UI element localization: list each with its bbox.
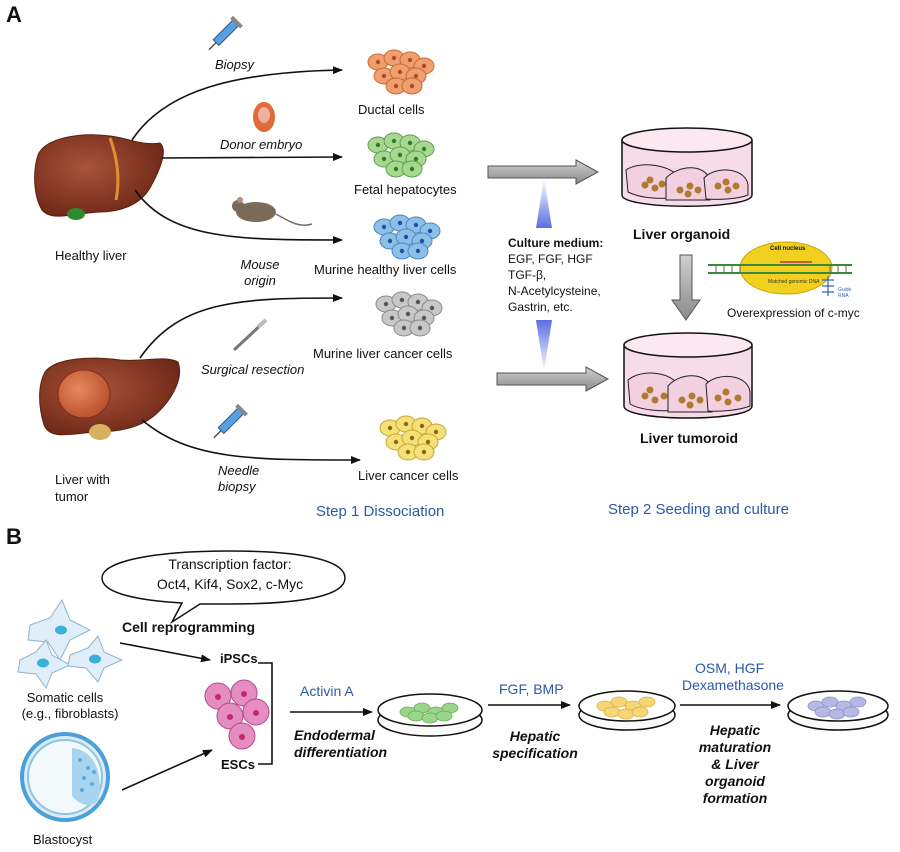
overexpression-label: Overexpression of c-myc bbox=[727, 306, 860, 320]
maturation-dish bbox=[787, 690, 889, 731]
hepatic-spec-dish bbox=[578, 690, 676, 731]
healthy-liver-illustration bbox=[34, 134, 164, 220]
step1-label: Step 1 Dissociation bbox=[316, 503, 445, 520]
somatic-label-2: (e.g., fibroblasts) bbox=[21, 706, 119, 721]
panel-b-input-arrows bbox=[119, 642, 213, 791]
surgical-resection-label: Surgical resection bbox=[201, 362, 305, 377]
murine-healthy-cells-label: Murine healthy liver cells bbox=[314, 262, 457, 277]
healthy-liver-label: Healthy liver bbox=[55, 248, 127, 263]
step2-label: Step 2 Seeding and culture bbox=[608, 501, 789, 518]
culture-medium-title: Culture medium: bbox=[508, 236, 604, 250]
murine-healthy-cells-cluster bbox=[373, 214, 441, 260]
panel-b-label: B bbox=[6, 524, 22, 549]
activin-label: Activin A bbox=[300, 683, 354, 699]
source-arrows-healthy bbox=[131, 66, 343, 244]
stem-cell-cluster bbox=[204, 679, 270, 750]
medium-gradient-bottom bbox=[536, 320, 552, 372]
cell-reprogramming-label: Cell reprogramming bbox=[122, 619, 256, 635]
crispr-guide-label-2: RNA bbox=[838, 293, 849, 299]
crispr-dna-label: Matched genomic DNA bbox=[768, 279, 820, 285]
murine-cancer-cells-label: Murine liver cancer cells bbox=[313, 346, 453, 361]
liver-tumoroid-dish bbox=[623, 332, 753, 419]
arrow-to-tumoroid bbox=[496, 366, 610, 392]
tf-list: Oct4, Kif4, Sox2, c-Myc bbox=[156, 576, 304, 592]
differentiation-arrows bbox=[290, 701, 781, 716]
biopsy-label: Biopsy bbox=[215, 57, 255, 72]
osm-hgf-label: OSM, HGF bbox=[695, 660, 765, 676]
endodermal-label-2: differentiation bbox=[294, 744, 388, 760]
blastocyst-label: Blastocyst bbox=[33, 832, 93, 847]
dexamethasone-label: Dexamethasone bbox=[682, 677, 784, 693]
ductal-cells-cluster bbox=[367, 49, 435, 95]
hepatic-spec-label-2: specification bbox=[492, 745, 578, 761]
panel-a-label: A bbox=[6, 2, 22, 27]
arrow-organoid-to-tumoroid bbox=[671, 254, 701, 321]
mouse-origin-label-2: origin bbox=[244, 273, 276, 288]
crispr-nucleus-label: Cell nucleus bbox=[770, 246, 806, 252]
liver-tumoroid-label: Liver tumoroid bbox=[640, 430, 739, 446]
culture-medium-line: Gastrin, etc. bbox=[508, 300, 573, 314]
crispr-inset bbox=[708, 241, 852, 296]
tumor-liver-illustration bbox=[39, 357, 180, 440]
scalpel-icon bbox=[232, 318, 268, 352]
somatic-label-1: Somatic cells bbox=[26, 690, 104, 705]
liver-organoid-label: Liver organoid bbox=[633, 226, 731, 242]
ipscs-label: iPSCs bbox=[220, 651, 258, 666]
fetal-hepatocytes-label: Fetal hepatocytes bbox=[354, 182, 457, 197]
escs-label: ESCs bbox=[221, 757, 255, 772]
liver-cancer-cells-cluster bbox=[379, 415, 447, 461]
needle-biopsy-label-1: Needle bbox=[218, 463, 260, 478]
cell-clusters bbox=[367, 49, 447, 461]
hepatic-mat-label: & Liver bbox=[711, 756, 759, 772]
murine-cancer-cells-cluster bbox=[375, 291, 443, 337]
hepatic-mat-label: maturation bbox=[698, 739, 772, 755]
endodermal-label-1: Endodermal bbox=[294, 727, 375, 743]
crispr-guide-label-1: Guide bbox=[838, 287, 852, 293]
syringe-icon bbox=[208, 15, 243, 51]
liver-cancer-cells-label: Liver cancer cells bbox=[358, 468, 459, 483]
medium-gradient-top bbox=[536, 178, 552, 228]
needle-biopsy-label-2: biopsy bbox=[218, 479, 256, 494]
mouse-icon bbox=[232, 197, 313, 226]
tf-title: Transcription factor: bbox=[168, 556, 292, 572]
syringe-icon bbox=[213, 403, 248, 439]
somatic-cells-illustration bbox=[17, 598, 124, 690]
embryo-icon bbox=[253, 102, 275, 132]
mouse-origin-label-1: Mouse bbox=[240, 257, 280, 272]
fetal-hepatocytes-cluster bbox=[367, 132, 435, 178]
hepatic-mat-label: organoid bbox=[705, 773, 765, 789]
blastocyst-illustration bbox=[20, 732, 110, 822]
arrow-to-organoid bbox=[487, 159, 600, 185]
culture-medium-line: TGF-β, bbox=[508, 268, 547, 282]
culture-medium-line: N-Acetylcysteine, bbox=[508, 284, 601, 298]
ductal-cells-label: Ductal cells bbox=[358, 102, 425, 117]
endoderm-dish bbox=[377, 693, 483, 737]
tumor-liver-label-2: tumor bbox=[55, 489, 89, 504]
hepatic-mat-label: Hepatic bbox=[709, 722, 761, 738]
hepatic-mat-label: formation bbox=[702, 790, 768, 806]
culture-medium-line: EGF, FGF, HGF bbox=[508, 252, 593, 266]
hepatic-spec-label-1: Hepatic bbox=[509, 728, 561, 744]
liver-organoid-dish bbox=[621, 127, 753, 207]
tumor-liver-label-1: Liver with bbox=[55, 472, 110, 487]
transcription-factor-bubble bbox=[101, 550, 346, 625]
stem-cell-bracket bbox=[258, 662, 273, 765]
donor-embryo-label: Donor embryo bbox=[220, 137, 303, 152]
fgf-bmp-label: FGF, BMP bbox=[499, 681, 564, 697]
source-arrows-tumor bbox=[139, 294, 361, 464]
